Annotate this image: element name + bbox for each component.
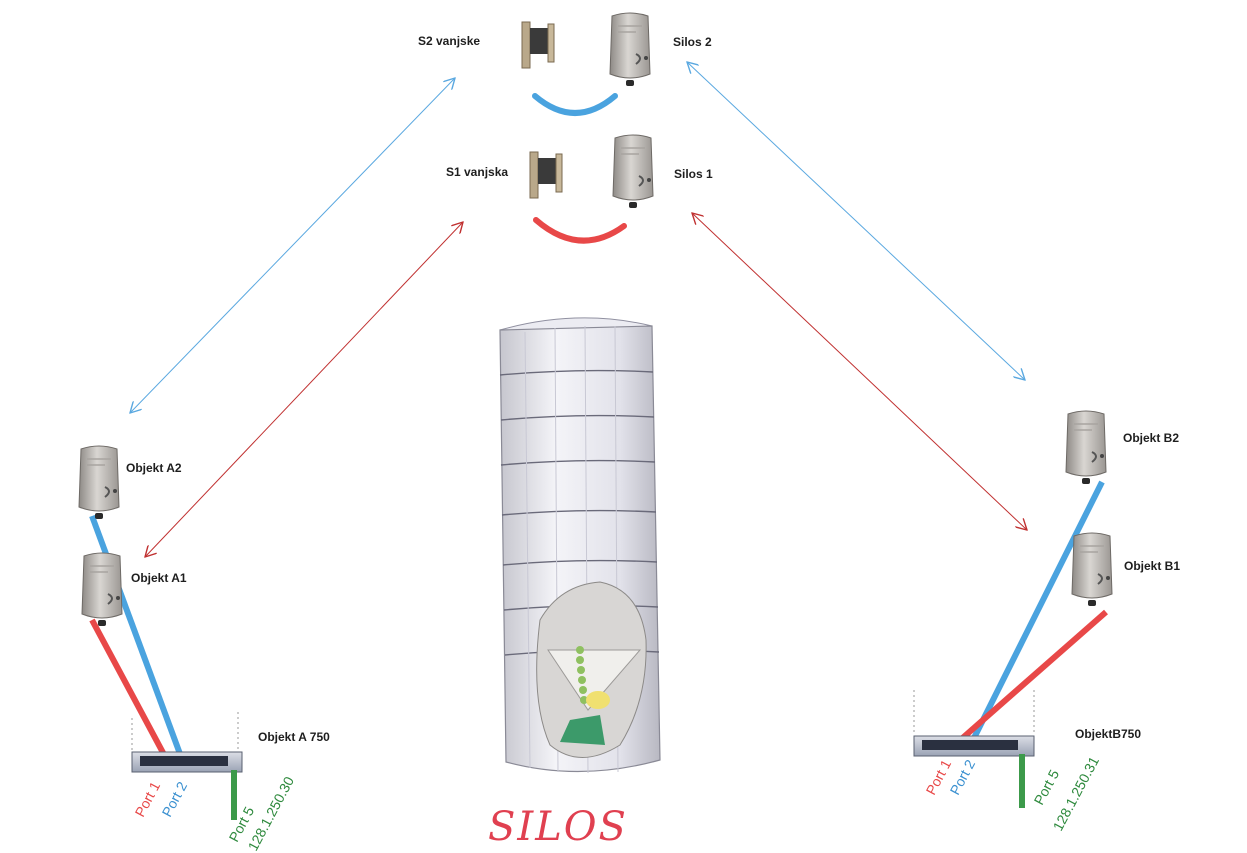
objekt-b2-radio-icon	[1065, 410, 1107, 485]
label-objekt-b750: ObjektB750	[1075, 727, 1141, 741]
label-silos-1: Silos 1	[674, 167, 713, 181]
label-s1-vanjska: S1 vanjska	[446, 165, 508, 179]
label-s2-vanjske: S2 vanjske	[418, 34, 480, 48]
silo-illustration	[499, 317, 661, 774]
objekt-a-switch-icon	[131, 712, 243, 773]
cable-b2-blue	[969, 480, 1105, 744]
handwritten-silos-title: SILOS	[488, 804, 628, 850]
link-arrow-silos1-b1	[692, 213, 1027, 530]
objekt-a1-radio-icon	[81, 552, 123, 627]
link-arrow-s2-a2	[130, 78, 455, 413]
s2-link-arc	[532, 93, 618, 116]
objekt-b1-radio-icon	[1071, 532, 1113, 607]
cable-a1-red	[89, 618, 171, 764]
objekt-a2-radio-icon	[78, 445, 120, 520]
silos1-radio-icon	[612, 134, 654, 209]
s2-bracket-icon	[521, 21, 555, 69]
cable-b1-red	[956, 609, 1108, 745]
label-silos-2: Silos 2	[673, 35, 712, 49]
silos2-radio-icon	[609, 12, 651, 87]
switch-b-ip: 128.1.250.31	[1050, 754, 1103, 834]
label-objekt-a-750: Objekt A 750	[258, 730, 330, 744]
switch-b-port5: Port 5	[1031, 767, 1063, 808]
s1-bracket-icon	[529, 151, 563, 199]
label-objekt-b1: Objekt B1	[1124, 559, 1180, 573]
link-arrow-silos2-b2	[687, 62, 1025, 380]
switch-a-port2: Port 2	[159, 779, 191, 820]
switch-a-port1: Port 1	[132, 779, 164, 820]
label-objekt-a1: Objekt A1	[131, 571, 187, 585]
objekt-b-switch-icon	[913, 690, 1035, 757]
s1-link-arc	[533, 217, 627, 244]
label-objekt-b2: Objekt B2	[1123, 431, 1179, 445]
switch-b-port2: Port 2	[947, 757, 979, 798]
link-arrow-s1-a1	[145, 222, 463, 557]
label-objekt-a2: Objekt A2	[126, 461, 182, 475]
